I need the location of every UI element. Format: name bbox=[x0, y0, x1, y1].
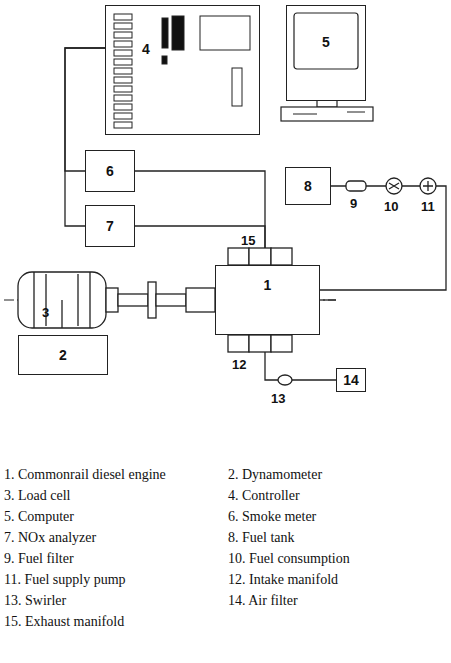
component-box: 6 bbox=[85, 150, 135, 192]
callout-number: 1 bbox=[264, 278, 272, 292]
controller-panel bbox=[106, 6, 259, 134]
flange bbox=[148, 282, 156, 318]
key-entry: 15. Exhaust manifold bbox=[4, 615, 124, 629]
key-entry: 3. Load cell bbox=[4, 489, 70, 503]
handle bbox=[232, 68, 242, 106]
flow-meter-symbol bbox=[386, 178, 402, 194]
key-entry: 8. Fuel tank bbox=[228, 531, 295, 545]
component-box: 8 bbox=[285, 167, 331, 205]
module-slot bbox=[114, 77, 132, 83]
callout-number: 2 bbox=[59, 348, 67, 362]
switch bbox=[162, 56, 167, 64]
module-slot bbox=[114, 59, 132, 65]
component-box: 2 bbox=[18, 335, 108, 375]
module-slot bbox=[114, 14, 132, 20]
intake-port bbox=[271, 335, 292, 352]
callout-number: 6 bbox=[106, 164, 114, 178]
shaft bbox=[156, 294, 186, 306]
flow-meter-mark bbox=[389, 183, 399, 189]
key-entry: 2. Dynamometer bbox=[228, 468, 322, 482]
swirler-symbol bbox=[278, 375, 292, 385]
callout-number: 15 bbox=[241, 234, 255, 247]
connector-line bbox=[320, 186, 446, 290]
module-slot bbox=[114, 122, 132, 128]
intake-port bbox=[228, 335, 249, 352]
connector-line bbox=[135, 171, 265, 265]
panel-details bbox=[114, 14, 250, 128]
pump-mark bbox=[423, 181, 433, 191]
engine-coupling bbox=[186, 288, 215, 312]
callout-number: 10 bbox=[384, 200, 398, 213]
callout-number: 13 bbox=[271, 392, 285, 405]
key-entry: 14. Air filter bbox=[228, 594, 298, 608]
callout-number: 7 bbox=[106, 219, 114, 233]
module-slot bbox=[114, 104, 132, 110]
component-box: 14 bbox=[336, 368, 366, 392]
callout-number: 3 bbox=[42, 306, 49, 319]
coupling bbox=[106, 288, 118, 312]
module-slot bbox=[114, 32, 132, 38]
key-entry: 1. Commonrail diesel engine bbox=[4, 468, 166, 482]
key-entry: 9. Fuel filter bbox=[4, 552, 74, 566]
base-unit bbox=[281, 107, 373, 121]
drum-ribs bbox=[34, 272, 90, 328]
fuel-filter-symbol bbox=[346, 181, 366, 191]
drive-slot bbox=[293, 112, 365, 114]
module-slot bbox=[114, 68, 132, 74]
module-slot bbox=[114, 41, 132, 47]
key-entry: 4. Controller bbox=[228, 489, 300, 503]
callout-number: 11 bbox=[421, 200, 435, 213]
exhaust-port bbox=[249, 248, 271, 265]
computer-drawing bbox=[287, 6, 365, 100]
module-slot bbox=[114, 86, 132, 92]
screen bbox=[294, 13, 358, 69]
load-cell-mark bbox=[61, 300, 62, 328]
connector-line bbox=[265, 335, 336, 380]
exhaust-port bbox=[228, 248, 249, 265]
key-entry: 13. Swirler bbox=[4, 594, 66, 608]
callout-number: 9 bbox=[350, 197, 357, 210]
component-box: 1 bbox=[215, 265, 320, 335]
module-slot bbox=[114, 23, 132, 29]
key-entry: 6. Smoke meter bbox=[228, 510, 316, 524]
callout-number: 5 bbox=[322, 35, 330, 49]
callout-number: 8 bbox=[304, 179, 312, 193]
connector-line bbox=[135, 226, 265, 265]
pump-symbol bbox=[420, 178, 436, 194]
callout-number: 14 bbox=[343, 373, 359, 387]
exhaust-port bbox=[271, 248, 292, 265]
key-entry: 12. Intake manifold bbox=[228, 573, 338, 587]
indicator bbox=[162, 18, 168, 48]
module-slot bbox=[114, 50, 132, 56]
display bbox=[200, 16, 250, 50]
key-entry: 10. Fuel consumption bbox=[228, 552, 350, 566]
intake-port bbox=[249, 335, 271, 352]
callout-number: 12 bbox=[232, 358, 246, 371]
controller-box: 4 bbox=[105, 5, 260, 135]
key-entry: 11. Fuel supply pump bbox=[4, 573, 126, 587]
key-entry: 5. Computer bbox=[4, 510, 74, 524]
stand bbox=[317, 101, 337, 107]
module-slot bbox=[114, 113, 132, 119]
key-entry: 7. NOx analyzer bbox=[4, 531, 96, 545]
indicator bbox=[172, 16, 184, 50]
computer-monitor: 5 bbox=[286, 5, 366, 101]
connector-line bbox=[65, 48, 105, 226]
shaft-stub bbox=[320, 299, 336, 300]
component-box: 7 bbox=[85, 205, 135, 247]
module-slot bbox=[114, 95, 132, 101]
shaft bbox=[118, 294, 148, 306]
dynamometer-drum bbox=[18, 272, 106, 328]
callout-number: 4 bbox=[142, 42, 150, 56]
computer-parts bbox=[281, 13, 373, 121]
